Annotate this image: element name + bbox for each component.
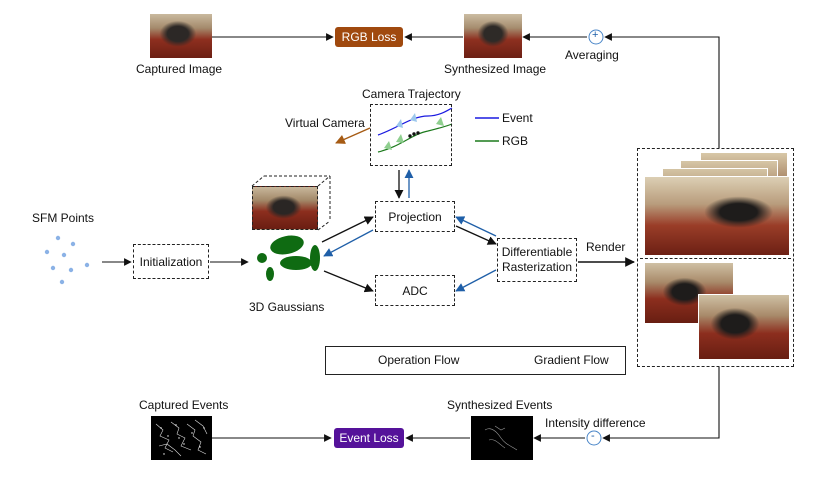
adc-box: ADC <box>375 275 455 306</box>
rasterization-line2: Rasterization <box>501 260 573 274</box>
trajectory-curves <box>377 107 499 153</box>
render-panel-divider <box>640 258 791 259</box>
arrow-virtual-camera <box>335 127 371 144</box>
arrow-render-to-minus <box>602 367 720 442</box>
gaussians-label: 3D Gaussians <box>249 300 325 314</box>
arrow-raster-to-projection <box>455 216 497 237</box>
sfm-points-label: SFM Points <box>32 211 95 225</box>
event-legend-label: Event <box>502 111 533 125</box>
gaussians-shapes <box>257 235 320 281</box>
averaging-node <box>588 29 604 45</box>
projection-box: Projection <box>375 201 455 232</box>
synthesized-events-noise <box>484 425 518 451</box>
legend-operation-flow-label: Operation Flow <box>378 353 460 367</box>
rgb-loss-box: RGB Loss <box>335 27 403 47</box>
virtual-camera-label: Virtual Camera <box>285 116 365 130</box>
rendered-frame-stack-front <box>644 176 790 256</box>
cube-wireframe <box>251 175 331 231</box>
captured-image-thumbnail <box>150 14 212 58</box>
rasterization-line1: Differentiable <box>501 245 573 259</box>
event-loss-box: Event Loss <box>334 428 404 448</box>
difference-node <box>586 430 602 446</box>
captured-events-noise <box>155 419 208 457</box>
legend-gradient-flow-label: Gradient Flow <box>534 353 609 367</box>
arrow-render-to-averaging <box>604 33 720 148</box>
captured-image-label: Captured Image <box>136 62 223 76</box>
captured-events-label: Captured Events <box>139 398 229 412</box>
synthesized-image-thumbnail <box>464 14 522 58</box>
arrow-raster-to-adc <box>455 269 497 292</box>
initialization-box: Initialization <box>133 244 209 279</box>
intensity-difference-label: Intensity difference <box>545 416 646 430</box>
arrow-projection-to-gaussians <box>323 229 374 257</box>
flow-legend <box>325 346 626 375</box>
sfm-points-cloud <box>44 235 90 285</box>
averaging-label: Averaging <box>565 48 619 62</box>
render-label: Render <box>586 240 626 254</box>
plus-symbol: + <box>592 29 599 41</box>
synthesized-events-label: Synthesized Events <box>447 398 553 412</box>
arrow-gaussians-to-projection <box>321 216 374 243</box>
gaussians-cube-image <box>252 186 318 230</box>
rgb-legend-label: RGB <box>502 134 529 148</box>
camera-trajectory-label: Camera Trajectory <box>362 87 461 101</box>
rasterization-box: Differentiable Rasterization <box>497 238 577 282</box>
captured-events-thumbnail <box>151 416 212 460</box>
arrow-projection-to-raster <box>455 225 497 245</box>
minus-symbol: - <box>591 430 595 442</box>
arrow-gaussians-to-adc <box>323 270 374 293</box>
rendered-frame-lower-b <box>698 294 790 360</box>
synthesized-image-label: Synthesized Image <box>444 62 547 76</box>
camera-trajectory-box <box>370 104 452 166</box>
synthesized-events-thumbnail <box>471 416 533 460</box>
